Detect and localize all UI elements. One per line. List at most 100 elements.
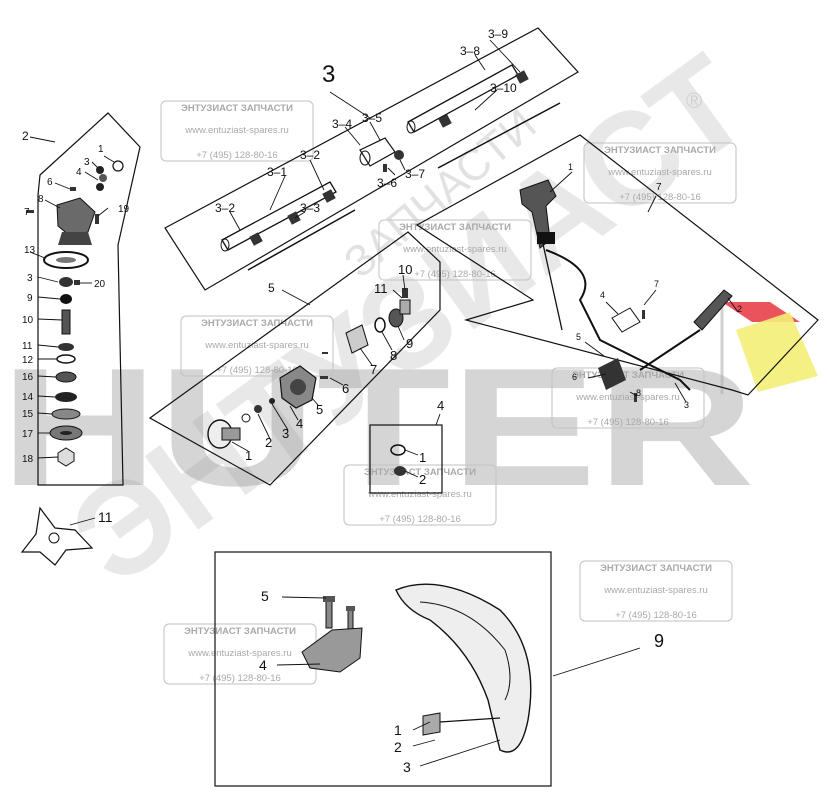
- g3-label-3-2-bottom: 3–2: [215, 201, 235, 215]
- group-9-number: 9: [654, 631, 664, 651]
- group-2-gear-head: 2: [22, 112, 141, 486]
- group-5-clutch: 5: [148, 231, 441, 486]
- group-7-frame: [415, 134, 819, 396]
- watermark-title: ЭНТУЗИАСТ ЗАПЧАСТИ: [201, 318, 313, 329]
- group-4-frame: [369, 424, 443, 494]
- g3-label-3-10: 3–10: [490, 81, 517, 95]
- guard-parts: [301, 583, 532, 753]
- g2-label-3: 3: [84, 157, 90, 168]
- watermark-site: www.entuziast-spares.ru: [603, 585, 707, 596]
- g7-label-7: 7: [654, 279, 659, 289]
- g3-label-3-7: 3–7: [405, 167, 425, 181]
- g5-label-1: 1: [245, 448, 252, 463]
- g3-label-3-5: 3–5: [362, 111, 382, 125]
- watermark-title: ЭНТУЗИАСТ ЗАПЧАСТИ: [181, 103, 293, 114]
- g2-label-20: 20: [94, 279, 106, 290]
- g3-label-3-6: 3–6: [377, 176, 397, 190]
- g2-label-9: 9: [27, 293, 33, 304]
- watermark-stamp-6: ЭНТУЗИАСТ ЗАПЧАСТИ www.entuziast-spares.…: [343, 464, 497, 526]
- g5-label-2: 2: [265, 435, 272, 450]
- g5-label-4: 4: [296, 416, 303, 431]
- g2-label-10: 10: [22, 315, 34, 326]
- group-3-number: 3: [322, 61, 335, 88]
- shaft-tubes: [220, 64, 561, 271]
- watermark-phone: +7 (495) 128-80-16: [379, 514, 461, 525]
- g2-label-14: 14: [22, 392, 34, 403]
- g2-label-16: 16: [22, 372, 34, 383]
- g3-label-3-4: 3–4: [332, 117, 352, 131]
- g2-label-18: 18: [22, 454, 34, 465]
- g9-label-3: 3: [403, 759, 411, 775]
- watermark-phone: +7 (495) 128-80-16: [615, 610, 697, 621]
- group-5-number: 5: [268, 281, 275, 295]
- group-5-frame: [148, 231, 441, 486]
- gear-head-small-parts: [26, 160, 124, 245]
- watermark-phone: +7 (495) 128-80-16: [587, 417, 669, 428]
- g9-label-4: 4: [259, 657, 267, 673]
- watermark-title: ЭНТУЗИАСТ ЗАПЧАСТИ: [600, 563, 712, 574]
- group-2-number: 2: [22, 129, 29, 143]
- g5-label-7: 7: [370, 362, 377, 377]
- g3-label-3-8: 3–8: [460, 44, 480, 58]
- group-3-frame: [164, 27, 579, 291]
- group-11-blade: 11: [20, 506, 113, 566]
- g5-label-10: 10: [398, 262, 412, 277]
- watermark-title: ЭНТУЗИАСТ ЗАПЧАСТИ: [364, 467, 476, 478]
- g2-label-6: 6: [47, 177, 53, 188]
- g7-label-2: 2: [737, 304, 742, 314]
- watermark-stamp-5: ЭНТУЗИАСТ ЗАПЧАСТИ www.entuziast-spares.…: [551, 367, 705, 429]
- watermark-site: www.entuziast-spares.ru: [187, 648, 291, 659]
- g5-label-3: 3: [282, 426, 289, 441]
- watermark-phone: +7 (495) 128-80-16: [414, 269, 496, 280]
- watermark-title: ЭНТУЗИАСТ ЗАПЧАСТИ: [399, 222, 511, 233]
- group-4-clamp: 4 1 2: [369, 398, 444, 494]
- watermark-site: www.entuziast-spares.ru: [204, 340, 308, 351]
- watermark-site: www.entuziast-spares.ru: [575, 392, 679, 403]
- g2-label-12: 12: [22, 355, 34, 366]
- g2-label-4: 4: [76, 167, 82, 178]
- clutch-parts: [207, 288, 411, 449]
- g5-label-6: 6: [342, 381, 349, 396]
- group-7-number: 7: [656, 182, 662, 193]
- g2-label-8: 8: [38, 194, 44, 205]
- watermark-site: www.entuziast-spares.ru: [184, 125, 288, 136]
- g7-label-4: 4: [600, 290, 605, 300]
- watermark-phone: +7 (495) 128-80-16: [199, 673, 281, 684]
- g9-label-1: 1: [394, 722, 402, 738]
- g2-label-17: 17: [22, 429, 34, 440]
- watermark-phone: +7 (495) 128-80-16: [216, 365, 298, 376]
- watermark-site: www.entuziast-spares.ru: [607, 167, 711, 178]
- watermark-title: ЭНТУЗИАСТ ЗАПЧАСТИ: [572, 370, 684, 381]
- group-9-guard: 9 5 4 1 2 3: [214, 551, 664, 787]
- g2-label-13: 13: [24, 245, 36, 256]
- g3-label-3-9: 3–9: [488, 27, 508, 41]
- watermark-registered: ®: [686, 88, 702, 113]
- group-7-handle: 7 1: [415, 134, 819, 410]
- g2-label-15: 15: [22, 409, 34, 420]
- g3-label-3-2-top: 3–2: [300, 148, 320, 162]
- watermark-stamp-7: ЭНТУЗИАСТ ЗАПЧАСТИ www.entuziast-spares.…: [579, 560, 733, 622]
- watermark-title: ЭНТУЗИАСТ ЗАПЧАСТИ: [184, 626, 296, 637]
- watermark-brand-text: HUTER: [0, 333, 755, 521]
- g7-label-1: 1: [568, 162, 573, 172]
- g7-label-8: 8: [636, 388, 641, 398]
- g2-label-11: 11: [22, 341, 33, 352]
- brand-logo: [720, 300, 818, 394]
- g2-label-7: 7: [24, 207, 30, 218]
- watermark-stamp-1: ЭНТУЗИАСТ ЗАПЧАСТИ www.entuziast-spares.…: [160, 100, 314, 162]
- g3-label-3-1: 3–1: [267, 165, 287, 179]
- g9-label-2: 2: [394, 739, 402, 755]
- g5-label-8: 8: [390, 348, 397, 363]
- watermark-title: ЭНТУЗИАСТ ЗАПЧАСТИ: [604, 145, 716, 156]
- g2-label-3b: 3: [27, 273, 33, 284]
- g5-label-11: 11: [374, 281, 388, 296]
- watermark-stamp-4: ЭНТУЗИАСТ ЗАПЧАСТИ www.entuziast-spares.…: [180, 315, 334, 377]
- handle-parts: [519, 179, 733, 402]
- group-11-number: 11: [98, 509, 113, 525]
- watermark-phone: +7 (495) 128-80-16: [196, 150, 278, 161]
- g7-label-6: 6: [572, 372, 577, 382]
- watermark-stamp-8: ЭНТУЗИАСТ ЗАПЧАСТИ www.entuziast-spares.…: [163, 623, 317, 685]
- g4-label-1: 1: [419, 450, 426, 465]
- watermark-site: www.entuziast-spares.ru: [367, 489, 471, 500]
